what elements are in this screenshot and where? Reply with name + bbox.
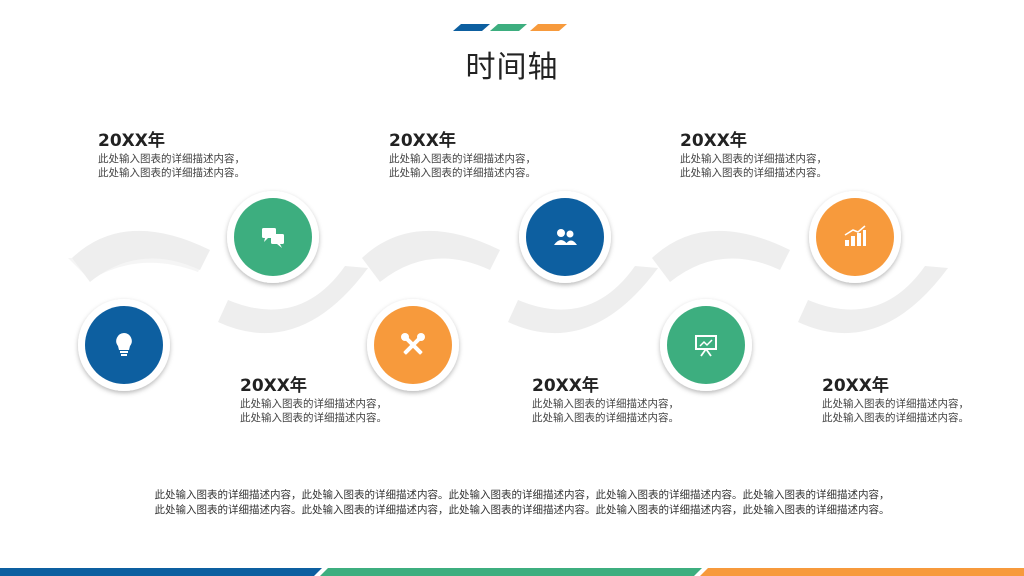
item-desc: 此处输入图表的详细描述内容，此处输入图表的详细描述内容。 (532, 398, 679, 424)
arc-ramp-left (68, 245, 205, 280)
stripe-green (320, 568, 702, 576)
item-year: 20XX年 (680, 131, 747, 151)
bar-chart-icon (844, 225, 866, 246)
arc-crest-2 (362, 230, 500, 282)
timeline-node-2 (227, 191, 319, 283)
item-year: 20XX年 (389, 131, 456, 151)
timeline-item-6: 20XX年 此处输入图表的详细描述内容，此处输入图表的详细描述内容。 (680, 131, 830, 180)
tools-icon (401, 333, 425, 355)
arc-segments (68, 230, 948, 334)
bottom-accent-stripe (0, 568, 1024, 576)
timeline-node-5 (660, 299, 752, 391)
item-desc: 此处输入图表的详细描述内容，此处输入图表的详细描述内容。 (389, 153, 536, 179)
timeline-item-4: 20XX年 此处输入图表的详细描述内容，此处输入图表的详细描述内容。 (389, 131, 539, 180)
item-year: 20XX年 (822, 376, 889, 396)
arc-trough-1 (218, 266, 368, 334)
item-year: 20XX年 (532, 376, 599, 396)
arc-crest-3 (652, 230, 790, 282)
timeline-node-6 (809, 191, 901, 283)
stripe-orange (700, 568, 1024, 576)
chat-bubbles-icon (262, 228, 284, 248)
timeline-item-1: 20XX年 此处输入图表的详细描述内容，此处输入图表的详细描述内容。 (240, 376, 390, 425)
node-fill (526, 198, 604, 276)
timeline-node-1 (78, 299, 170, 391)
item-desc: 此处输入图表的详细描述内容，此处输入图表的详细描述内容。 (680, 153, 827, 179)
item-year: 20XX年 (240, 376, 307, 396)
stripe-blue (0, 568, 322, 576)
timeline-item-3: 20XX年 此处输入图表的详细描述内容，此处输入图表的详细描述内容。 (532, 376, 682, 425)
users-icon (554, 229, 577, 245)
top-accent-bars (453, 24, 567, 31)
item-desc: 此处输入图表的详细描述内容，此处输入图表的详细描述内容。 (98, 153, 245, 179)
arc-trough-2 (508, 266, 658, 334)
accent-bar-orange (530, 24, 567, 31)
item-year: 20XX年 (98, 131, 165, 151)
accent-bar-blue (453, 24, 490, 31)
arc-trough-3 (798, 266, 948, 334)
timeline-item-2: 20XX年 此处输入图表的详细描述内容，此处输入图表的详细描述内容。 (98, 131, 248, 180)
timeline-item-5: 20XX年 此处输入图表的详细描述内容，此处输入图表的详细描述内容。 (822, 376, 972, 425)
item-desc: 此处输入图表的详细描述内容，此处输入图表的详细描述内容。 (822, 398, 969, 424)
lightbulb-icon (116, 333, 132, 356)
timeline-node-4 (519, 191, 611, 283)
slide-title: 时间轴 (465, 50, 559, 85)
item-desc: 此处输入图表的详细描述内容，此处输入图表的详细描述内容。 (240, 398, 387, 424)
presentation-board-icon (695, 335, 717, 357)
summary-text: 此处输入图表的详细描述内容，此处输入图表的详细描述内容。此处输入图表的详细描述内… (154, 489, 890, 516)
timeline-node-3 (367, 299, 459, 391)
accent-bar-green (490, 24, 527, 31)
